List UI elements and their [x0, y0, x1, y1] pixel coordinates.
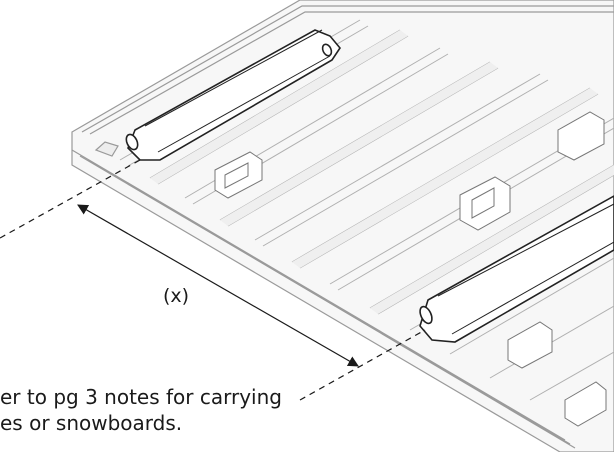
- mount-brackets: [214, 111, 607, 427]
- dimension-lines: [0, 159, 426, 401]
- dimension-label: (x): [163, 285, 190, 307]
- crossbar-front: [125, 29, 341, 161]
- carrying-note: er to pg 3 notes for carrying es or snow…: [0, 384, 282, 436]
- note-line-1: er to pg 3 notes for carrying: [0, 385, 282, 409]
- crossbar-rear: [419, 195, 614, 343]
- note-line-2: es or snowboards.: [0, 411, 183, 435]
- slat-shading: [150, 30, 614, 314]
